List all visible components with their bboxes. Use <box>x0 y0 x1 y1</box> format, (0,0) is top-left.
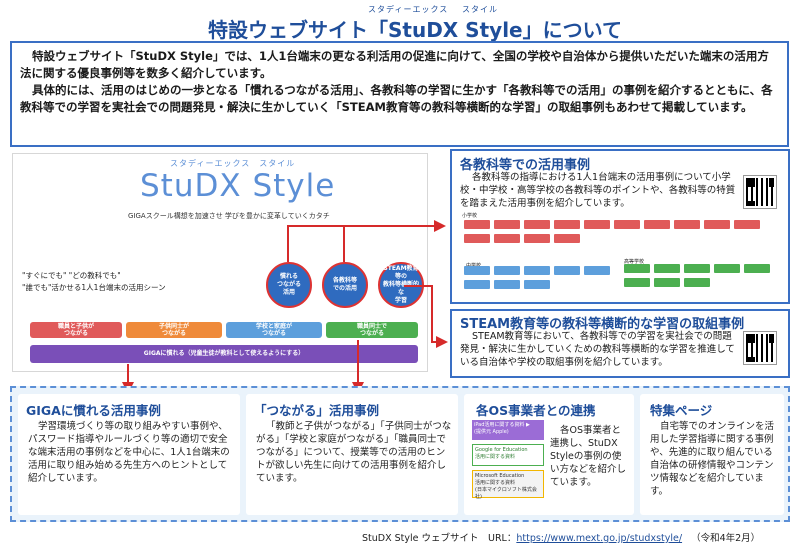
subjects-text: 各教科等の指導における1人1台端末の活用事例について小学校・中学校・高等学校の各… <box>460 172 736 209</box>
arrow-to-steam <box>404 285 448 348</box>
card-special <box>640 394 784 515</box>
steam-text: STEAM教育等において、各教科等での学習を実社会での問題発見・解決に生かしてい… <box>460 331 735 368</box>
tile <box>524 266 550 275</box>
tile <box>734 220 760 229</box>
label-high-school: 高等学校 <box>624 259 645 265</box>
circle-kakukyouka: 各教科等 での活用 <box>322 262 368 308</box>
title-ruby-style: スタイル <box>462 5 498 14</box>
tile <box>684 264 710 273</box>
label-elementary: 小学校 <box>462 213 478 219</box>
tile <box>464 280 490 289</box>
card-special-text: 自宅等でのオンラインを活用した学習指導に関する事例や、先進的に取り組んでいる自治… <box>650 421 775 497</box>
tile <box>624 264 650 273</box>
bar-staff-staff: 職員同士で つながる <box>326 322 418 338</box>
tile <box>744 264 770 273</box>
hero-ruby: スタディーエックス スタイル <box>170 159 296 168</box>
steam-qr-code <box>743 331 777 365</box>
tile <box>684 278 710 287</box>
card-giga <box>18 394 240 515</box>
tile <box>584 266 610 275</box>
card-giga-text: 学習環境づくり等の取り組みやすい事例や、パスワード指導やルールづくり等の適切で安… <box>28 421 230 484</box>
arrow-line-top <box>287 225 345 262</box>
microsoft-badge[interactable]: Microsoft Education 活用に関する資料 (日本マイクロソフト株… <box>472 470 544 500</box>
subjects-heading: 各教科等での活用事例 <box>460 158 591 173</box>
hero-quote-2: "誰でも"活かせる1人1台端末の活用シーン <box>22 283 166 292</box>
card-tsunagaru-heading: 「つながる」活用事例 <box>254 403 380 418</box>
intro-box: 特設ウェブサイト「StuDX Style」では、1人1台端末の更なる利活用の促進… <box>10 41 789 147</box>
tile <box>524 234 550 243</box>
circle-nareru-tsunagaru: 慣れる つながる 活用 <box>266 262 312 308</box>
card-tsunagaru <box>246 394 458 515</box>
bar-child-child: 子供同士が つながる <box>126 322 222 338</box>
bar-school-home: 学校と家庭が つながる <box>226 322 322 338</box>
tile <box>464 234 490 243</box>
bar-giga: GIGAに慣れる（児童生徒が教科として使えるようにする） <box>30 345 418 363</box>
card-os-text: 各OS事業者と連携し、StuDX Styleの事例の使い方などを紹介しています。 <box>550 425 627 488</box>
tile <box>524 280 550 289</box>
tile <box>714 264 740 273</box>
tile <box>584 220 610 229</box>
intro-paragraph-2: 具体的には、活用のはじめの一歩となる「慣れるつながる活用」、各教科等の学習に生か… <box>20 83 773 114</box>
hero-quote-1: "すぐにでも" "どの教科でも" <box>22 271 121 280</box>
tile <box>644 220 670 229</box>
footer: StuDX Style ウェブサイト URL：https://www.mext.… <box>362 530 760 544</box>
tile <box>554 220 580 229</box>
subject-tiles <box>464 220 784 290</box>
tile <box>464 220 490 229</box>
subjects-qr-code <box>743 175 777 209</box>
steam-box <box>450 309 790 378</box>
tile <box>614 220 640 229</box>
tile <box>494 280 520 289</box>
footer-date: （令和4年2月） <box>691 533 761 544</box>
card-giga-heading: GIGAに慣れる活用事例 <box>26 403 161 418</box>
tile <box>674 220 700 229</box>
footer-url-link[interactable]: https://www.mext.go.jp/studxstyle/ <box>516 533 683 544</box>
card-tsunagaru-text: 「教師と子供がつながる」「子供同士がつながる」「学校と家庭がつながる」「職員同士… <box>256 421 452 484</box>
tile <box>704 220 730 229</box>
card-os-heading: 各OS事業者との連携 <box>476 403 596 418</box>
tile <box>654 278 680 287</box>
tile <box>524 220 550 229</box>
page-title: 特設ウェブサイト「StuDX Style」について <box>208 18 623 42</box>
bar-teacher-child: 職員と子供が つながる <box>30 322 122 338</box>
tile <box>494 266 520 275</box>
card-special-heading: 特集ページ <box>650 403 713 418</box>
hero-logo: StuDX Style <box>140 168 336 204</box>
steam-heading: STEAM教育等の教科等横断的な学習の取組事例 <box>460 317 745 332</box>
tile <box>554 266 580 275</box>
tile <box>654 264 680 273</box>
tile <box>494 220 520 229</box>
hero-tagline: GIGAスクール構想を加速させ 学びを豊かに変革していくカタチ <box>128 212 330 220</box>
tile <box>464 266 490 275</box>
intro-paragraph-1: 特設ウェブサイト「StuDX Style」では、1人1台端末の更なる利活用の促進… <box>20 49 769 80</box>
apple-badge[interactable]: iPad活用に関する資料 ▶ (提供元 Apple) <box>472 420 544 440</box>
tile <box>554 234 580 243</box>
tile <box>624 278 650 287</box>
title-ruby-studx: スタディーエックス <box>368 5 449 14</box>
footer-site-label: StuDX Style ウェブサイト URL： <box>362 533 517 544</box>
google-badge[interactable]: Google for Education 活用に関する資料 <box>472 444 544 466</box>
tile <box>494 234 520 243</box>
